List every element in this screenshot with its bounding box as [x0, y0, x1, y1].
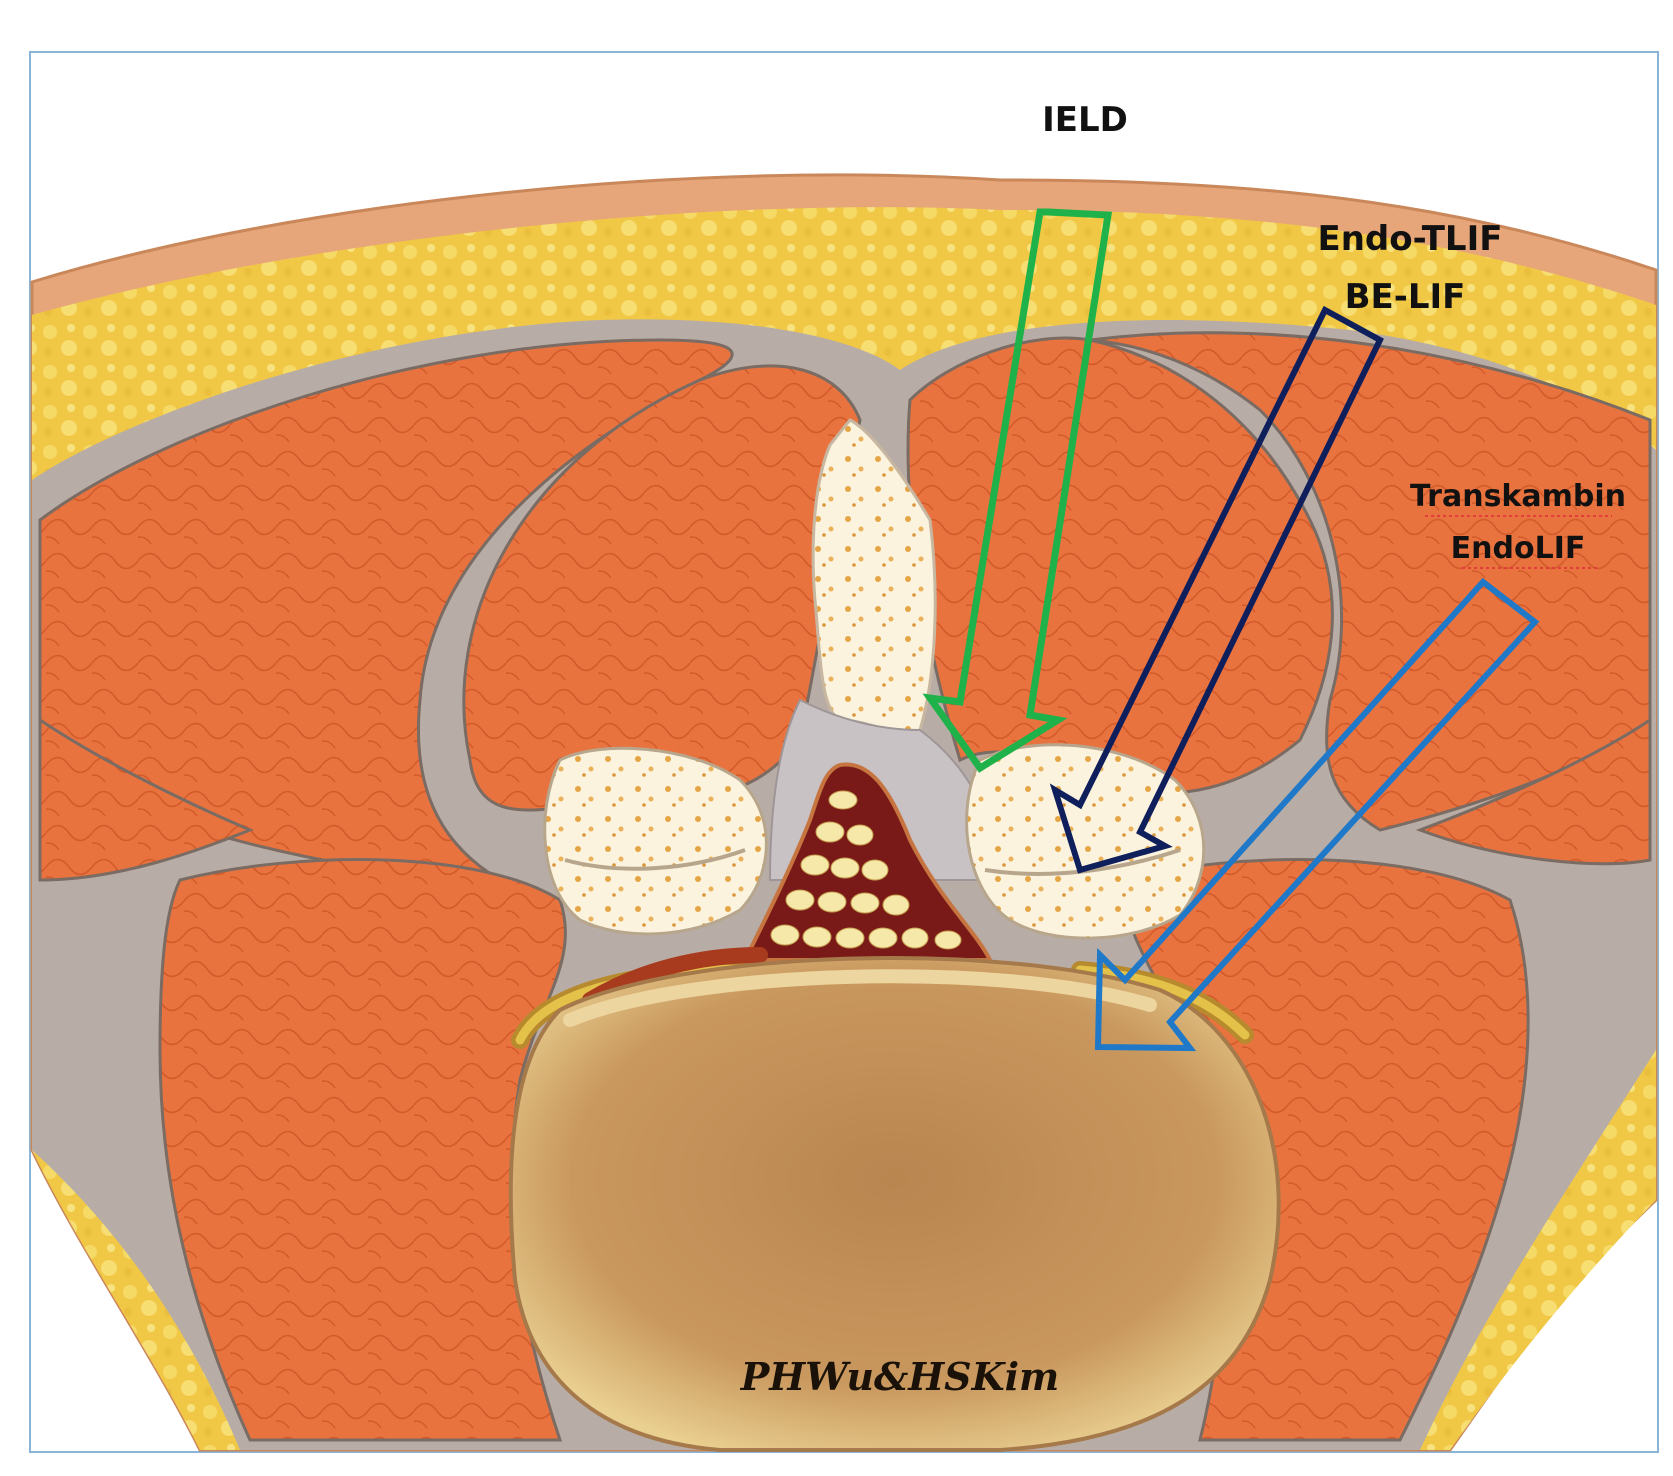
ield-approach-arrow — [922, 208, 1113, 773]
vertebral-body — [508, 955, 1281, 1452]
label-ield: IELD — [1042, 100, 1128, 140]
muscle-left-lateral — [38, 717, 254, 882]
left-facet-joint — [543, 746, 768, 936]
label-endolif: EndoLIF — [1451, 531, 1586, 566]
muscle-right-lateral — [1415, 717, 1652, 866]
cauda-equina-roots — [770, 790, 962, 950]
left-facet-line — [564, 848, 746, 871]
endolif-approach-arrow — [1094, 577, 1540, 1052]
label-transkambin: Transkambin — [1410, 479, 1626, 514]
vertebral-body-cortex — [563, 969, 1157, 1027]
muscle-left-psoas — [158, 858, 567, 1442]
author-signature: PHWu&HSKim — [740, 1354, 1060, 1399]
label-endo-tlif: Endo-TLIF — [1318, 219, 1503, 259]
endo-tlif-approach-arrow — [1049, 305, 1384, 874]
label-be-lif: BE-LIF — [1345, 277, 1466, 317]
muscle-right-erector — [1089, 331, 1652, 832]
